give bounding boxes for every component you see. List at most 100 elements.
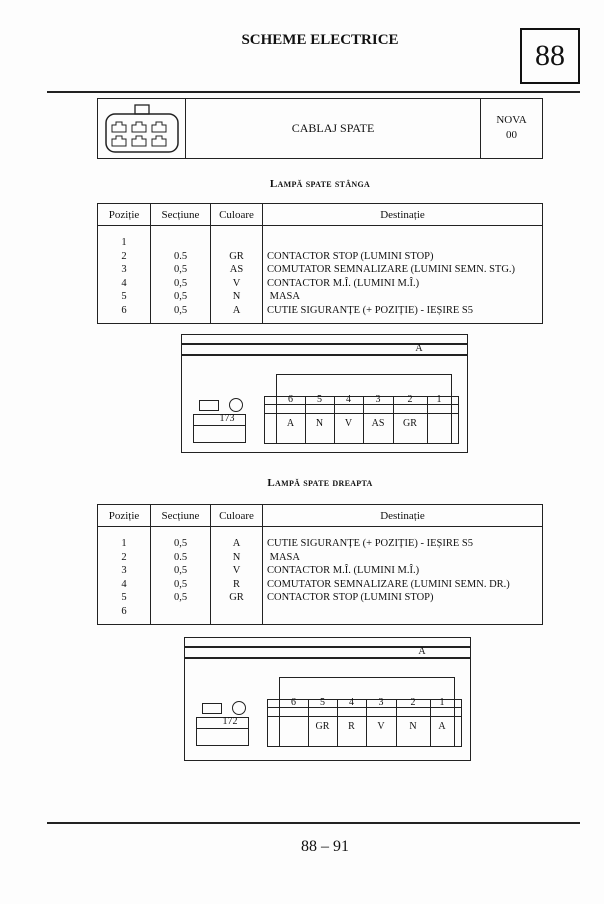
- pin-number: 3: [375, 394, 381, 405]
- connector-icon: [98, 99, 186, 158]
- cell-pos: 5: [121, 592, 127, 603]
- pin-number: 4: [346, 394, 351, 405]
- cell-sec: 0.5: [173, 250, 188, 262]
- pin-number: 2: [410, 697, 416, 708]
- cell-pos: 4: [121, 578, 127, 590]
- cell-dest: CONTACTOR M.Î. (LUMINI M.Î.): [267, 277, 420, 289]
- pin-number: 5: [317, 394, 322, 405]
- connector-bracket: [279, 677, 455, 701]
- cell-dest: COMUTATOR SEMNALIZARE (LUMINI SEMN. STG.…: [267, 264, 516, 275]
- cell-sec: 0,5: [173, 277, 188, 289]
- cell-col: V: [232, 565, 241, 576]
- pin-wire-color: GR: [403, 418, 417, 429]
- pin-wire-color: A: [438, 721, 446, 732]
- component-header: CABLAJ SPATE NOVA 00: [97, 98, 543, 159]
- pin-number: 6: [291, 697, 296, 708]
- section-title-right: Lampă spate dreapta: [267, 477, 373, 489]
- cell-col: GR: [229, 250, 244, 262]
- wire-line: [182, 343, 467, 345]
- page-title: SCHEME ELECTRICE: [241, 32, 399, 48]
- pin-wire-color: N: [409, 721, 417, 732]
- reference-number: 173: [219, 413, 235, 424]
- column-header: Culoare: [210, 504, 263, 527]
- column-header: Destinație: [262, 504, 543, 527]
- line: [264, 413, 459, 414]
- pin-number: 4: [349, 697, 354, 708]
- line: [196, 728, 249, 729]
- bottom-rule: [47, 822, 580, 824]
- pin-wire-color: V: [344, 418, 353, 429]
- pin-wire-color: R: [348, 721, 355, 732]
- cell-dest: COMUTATOR SEMNALIZARE (LUMINI SEMN. DR.): [267, 578, 510, 590]
- cell-dest: [267, 605, 542, 619]
- cell-col: V: [232, 277, 241, 289]
- cell-sec: 0,5: [173, 538, 188, 549]
- section-title-left: Lampă spate stânga: [269, 178, 371, 190]
- column-dest: CUTIE SIGURANȚE (+ POZIȚIE) - IEȘIRE S5 …: [262, 526, 543, 625]
- column-dest: CONTACTOR STOP (LUMINI STOP) COMUTATOR SE…: [262, 225, 543, 324]
- lamp-icon: [229, 398, 243, 412]
- cell-dest: [267, 236, 542, 250]
- cell-dest: CONTACTOR STOP (LUMINI STOP): [267, 592, 434, 603]
- cell-pos: 3: [121, 264, 127, 275]
- cell-pos: 1: [121, 237, 127, 248]
- column-header: Poziție: [97, 504, 151, 527]
- column-header: Poziție: [97, 203, 151, 226]
- reference-number: 172: [222, 716, 238, 727]
- cell-col: GR: [229, 592, 244, 603]
- cell-dest: MASA: [267, 551, 300, 563]
- line: [267, 716, 462, 717]
- cell-col: [211, 605, 262, 619]
- cell-pos: 3: [121, 565, 127, 576]
- cell-col: N: [232, 551, 241, 563]
- cell-sec: 0,5: [173, 291, 188, 302]
- cell-pos: 1: [121, 538, 127, 549]
- wire-label: A: [418, 646, 426, 657]
- cell-col: A: [232, 304, 241, 316]
- wire-label: A: [415, 343, 423, 354]
- pin-number: 1: [439, 697, 445, 708]
- model-code: 00: [506, 129, 517, 141]
- connector-pin-cell: [427, 396, 452, 444]
- cell-dest: CUTIE SIGURANȚE (+ POZIȚIE) - IEȘIRE S5: [267, 538, 473, 549]
- cell-pos: 2: [121, 250, 127, 262]
- pin-wire-color: GR: [315, 721, 330, 732]
- cell-pos: 4: [121, 277, 127, 289]
- cell-col: R: [232, 578, 240, 590]
- cell-pos: 6: [121, 304, 127, 316]
- top-rule: [47, 91, 580, 93]
- pin-number: 2: [407, 394, 413, 405]
- cell-sec: 0,5: [173, 592, 188, 603]
- model-cell: NOVA 00: [480, 99, 542, 158]
- pin-wire-color: V: [377, 721, 385, 732]
- wire-line: [185, 646, 470, 648]
- pin-wire-color: AS: [371, 418, 385, 429]
- cell-sec: 0,5: [173, 565, 188, 576]
- line: [267, 707, 462, 708]
- column-header: Culoare: [210, 203, 263, 226]
- cell-sec: 0.5: [173, 551, 188, 563]
- model-name: NOVA: [496, 114, 527, 126]
- reference-block: [196, 717, 249, 746]
- connector-pin-cell: [430, 699, 455, 747]
- pin-number: 6: [288, 394, 293, 405]
- pin-number: 1: [436, 394, 442, 405]
- lamp-icon: [232, 701, 246, 715]
- cell-dest: CONTACTOR STOP (LUMINI STOP): [267, 250, 434, 262]
- cell-dest: CONTACTOR M.Î. (LUMINI M.Î.): [267, 565, 420, 576]
- column-header: Destinație: [262, 203, 543, 226]
- cell-col: N: [232, 291, 241, 302]
- cell-dest: MASA: [267, 291, 300, 302]
- pin-wire-color: A: [286, 418, 295, 429]
